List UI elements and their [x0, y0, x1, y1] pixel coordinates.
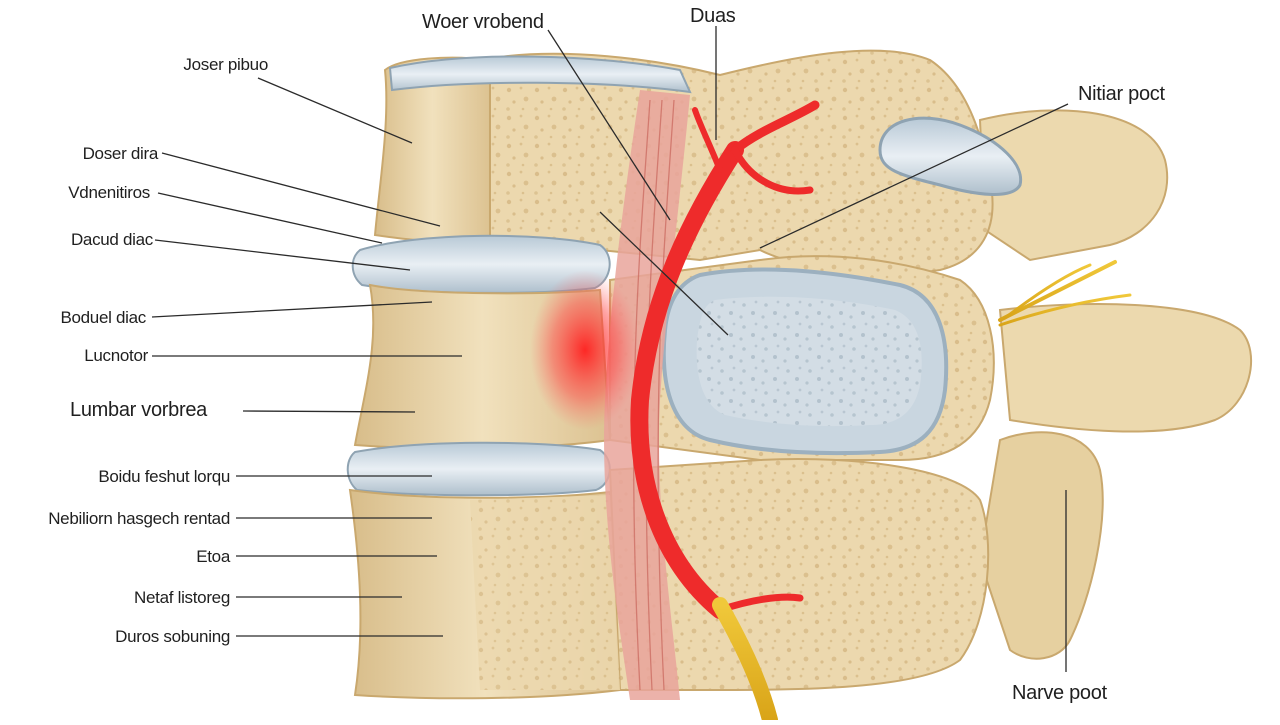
pain-hotspot	[530, 270, 640, 430]
label-vdnenitiros: Vdnenitiros	[68, 183, 150, 202]
label-lumbar-vorbrea: Lumbar vorbrea	[70, 399, 207, 421]
leader-lines	[151, 26, 1069, 672]
label-narve-poot: Narve poot	[1012, 682, 1107, 704]
label-netaf-listoreg: Netaf listoreg	[134, 588, 230, 607]
label-nitiar-poct: Nitiar poct	[1078, 83, 1165, 105]
label-duros-sobuning: Duros sobuning	[115, 627, 230, 646]
label-woer-vrobend: Woer vrobend	[422, 11, 544, 33]
label-boidu-feshut-lorqu: Boidu feshut lorqu	[98, 467, 230, 486]
label-nebiliorn-hasgech-rentad: Nebiliorn hasgech rentad	[48, 509, 230, 528]
label-dacud-diac: Dacud diac	[70, 230, 153, 249]
label-boduel-diac: Boduel diac	[60, 308, 146, 327]
compressed-nerve	[630, 100, 820, 619]
label-duas: Duas	[690, 5, 736, 27]
spinous-processes	[978, 109, 1253, 660]
lower-disc	[346, 441, 611, 497]
label-joser-pibuo: Joser pibuo	[183, 55, 268, 74]
label-etoa: Etoa	[196, 547, 230, 566]
herniated-disc	[661, 267, 949, 456]
nerve-root	[712, 260, 1132, 725]
label-lucnotor: Lucnotor	[84, 346, 148, 365]
label-doser-dira: Doser dira	[82, 144, 159, 163]
lower-vertebra	[348, 458, 990, 700]
